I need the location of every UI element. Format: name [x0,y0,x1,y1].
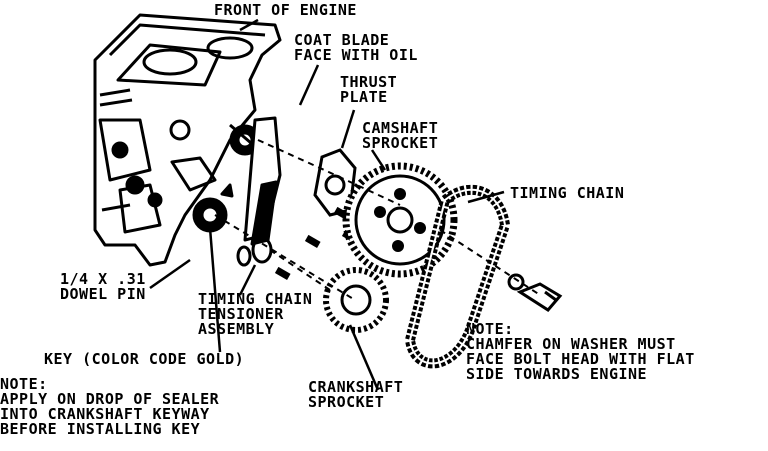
note-line: FACE BOLT HEAD WITH FLAT [466,350,695,368]
note-line: SIDE TOWARDS ENGINE [466,365,648,383]
note-line: NOTE: [466,320,514,338]
note-line: CHAMFER ON WASHER MUST [466,335,676,353]
crankshaft-sprocket-graphic [323,267,389,333]
label-line: SPROCKET [362,134,439,152]
label-key: KEY (COLOR CODE GOLD) [44,350,245,368]
label-line: TENSIONER [198,305,284,323]
label-thrust-plate: THRUST PLATE [340,75,397,105]
bolts [274,206,358,280]
label-line: TIMING CHAIN [198,290,313,308]
label-line: PLATE [340,88,388,106]
label-crankshaft-sprocket: CRANKSHAFT SPROCKET [308,380,403,410]
label-line: CAMSHAFT [362,119,439,137]
note-line: INTO CRANKSHAFT KEYWAY [0,405,210,423]
engine-block [93,13,282,267]
note-line: BEFORE INSTALLING KEY [0,420,201,438]
label-timing-chain: TIMING CHAIN [510,184,625,202]
label-coat-blade: COAT BLADE FACE WITH OIL [294,33,418,63]
alignment-lines [214,139,541,301]
label-line: COAT BLADE [294,31,390,49]
washer-and-bolt [507,273,563,312]
label-dowel-pin: 1/4 X .31 DOWEL PIN [60,272,146,302]
label-camshaft-sprocket: CAMSHAFT SPROCKET [362,121,438,151]
label-line: THRUST [340,73,398,91]
label-line: 1/4 X .31 [60,270,146,288]
note-washer: NOTE: CHAMFER ON WASHER MUST FACE BOLT H… [466,322,695,382]
label-line: FACE WITH OIL [294,46,418,64]
label-line: DOWEL PIN [60,285,146,303]
note-line: NOTE: [0,375,48,393]
label-line: CRANKSHAFT [308,378,404,396]
label-front-of-engine: FRONT OF ENGINE [214,1,357,19]
note-line: APPLY ON DROP OF SEALER [0,390,220,408]
label-line: ASSEMBLY [198,320,275,338]
leader-lines [149,18,505,391]
timing-chain-graphic [404,184,511,369]
tensioner-assembly [236,236,273,267]
note-sealer: NOTE: APPLY ON DROP OF SEALER INTO CRANK… [0,377,219,437]
label-tensioner-assembly: TIMING CHAIN TENSIONER ASSEMBLY [198,292,312,337]
label-line: SPROCKET [308,393,385,411]
